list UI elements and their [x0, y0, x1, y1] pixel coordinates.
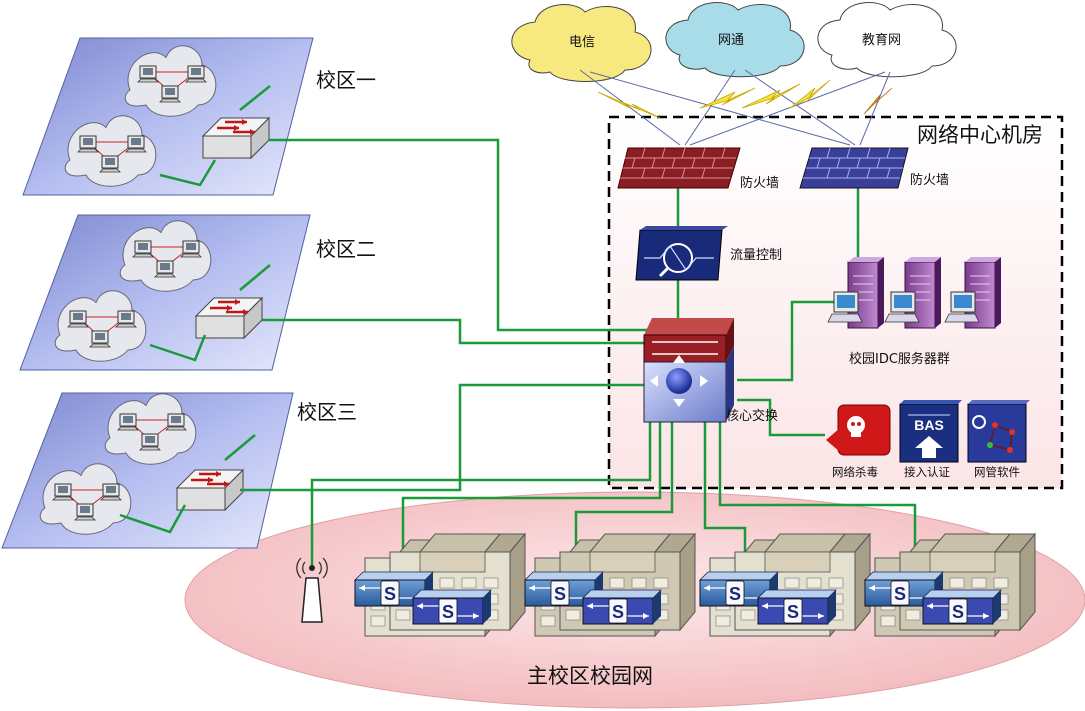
- traffic-control-label: 流量控制: [730, 248, 783, 263]
- pc-icon: [77, 135, 99, 153]
- cloud-wangtong: [665, 2, 805, 78]
- pc-icon: [52, 483, 74, 501]
- core-switch-icon: [643, 318, 734, 423]
- pc-icon: [99, 155, 121, 173]
- switch-s-letter: S: [442, 602, 454, 622]
- firewall-right-label: 防火墙: [910, 173, 950, 188]
- switch-s-letter: S: [894, 584, 906, 604]
- lan-cloud: [39, 463, 132, 535]
- bas-access-auth-icon: BAS: [899, 400, 962, 463]
- pc-icon: [132, 240, 154, 258]
- isp-wangtong-label: 网通: [718, 33, 745, 48]
- firewall-left-icon: [617, 147, 741, 189]
- lan-cloud: [124, 45, 217, 117]
- campus-switch-icon: [201, 116, 271, 160]
- lan-cloud: [119, 220, 212, 292]
- cloud-dianxin: [511, 4, 652, 82]
- pc-icon: [159, 85, 181, 103]
- server-cluster: [827, 257, 1001, 329]
- pc-icon: [67, 310, 89, 328]
- access-switch-icon: S: [922, 589, 1002, 625]
- server-cluster-label: 校园IDC服务器群: [849, 352, 950, 367]
- campus-3-label: 校区三: [297, 400, 357, 424]
- pc-icon: [139, 433, 161, 451]
- network-management-icon: [967, 400, 1030, 463]
- switch-s-letter: S: [787, 602, 799, 622]
- campus-switch-icon: [194, 296, 264, 340]
- server-icon: [944, 257, 1001, 329]
- switch-s-letter: S: [554, 584, 566, 604]
- access-auth-label: 接入认证: [904, 465, 950, 479]
- pc-icon: [165, 413, 187, 431]
- server-icon: [827, 257, 884, 329]
- antivirus-icon: [826, 404, 891, 456]
- access-switch-icon: S: [582, 589, 662, 625]
- pc-icon: [180, 240, 202, 258]
- pc-icon: [125, 135, 147, 153]
- access-switch-icon: S: [412, 589, 492, 625]
- isp-jiaoyuwang-label: 教育网: [862, 33, 902, 48]
- pc-icon: [117, 413, 139, 431]
- lan-cloud: [104, 393, 197, 465]
- server-icon: [884, 257, 941, 329]
- isp-dianxin-label: 电信: [569, 35, 596, 50]
- wireless-antenna-icon: [296, 557, 328, 623]
- pc-icon: [74, 503, 96, 521]
- switch-s-letter: S: [612, 602, 624, 622]
- campus-2-label: 校区二: [316, 237, 376, 261]
- datacenter-title: 网络中心机房: [917, 123, 1043, 147]
- lan-cloud: [64, 115, 157, 187]
- core-switch-label: 核心交换: [726, 409, 779, 424]
- pc-icon: [154, 260, 176, 278]
- switch-s-letter: S: [952, 602, 964, 622]
- bas-text: BAS: [914, 417, 944, 433]
- lan-cloud: [54, 290, 147, 362]
- pc-icon: [137, 65, 159, 83]
- campus-switch-icon: [175, 468, 245, 512]
- campus-1-label: 校区一: [316, 68, 376, 92]
- isp-links: [579, 69, 891, 146]
- firewall-right-icon: [799, 147, 909, 189]
- pc-icon: [89, 330, 111, 348]
- firewall-left-label: 防火墙: [740, 176, 780, 191]
- switch-s-letter: S: [384, 584, 396, 604]
- pc-icon: [185, 65, 207, 83]
- network-management-label: 网管软件: [974, 465, 1020, 479]
- cloud-jiaoyuwang: [817, 2, 957, 78]
- main-campus-title: 主校区校园网: [527, 664, 653, 688]
- switch-s-letter: S: [729, 584, 741, 604]
- pc-icon: [115, 310, 137, 328]
- access-switch-icon: S: [757, 589, 837, 625]
- lightning-bolts: [597, 79, 831, 119]
- access-switch-icon: S: [354, 571, 434, 607]
- pc-icon: [100, 483, 122, 501]
- traffic-control-icon: [635, 226, 728, 281]
- antivirus-label: 网络杀毒: [832, 465, 878, 479]
- green-links: [119, 85, 917, 575]
